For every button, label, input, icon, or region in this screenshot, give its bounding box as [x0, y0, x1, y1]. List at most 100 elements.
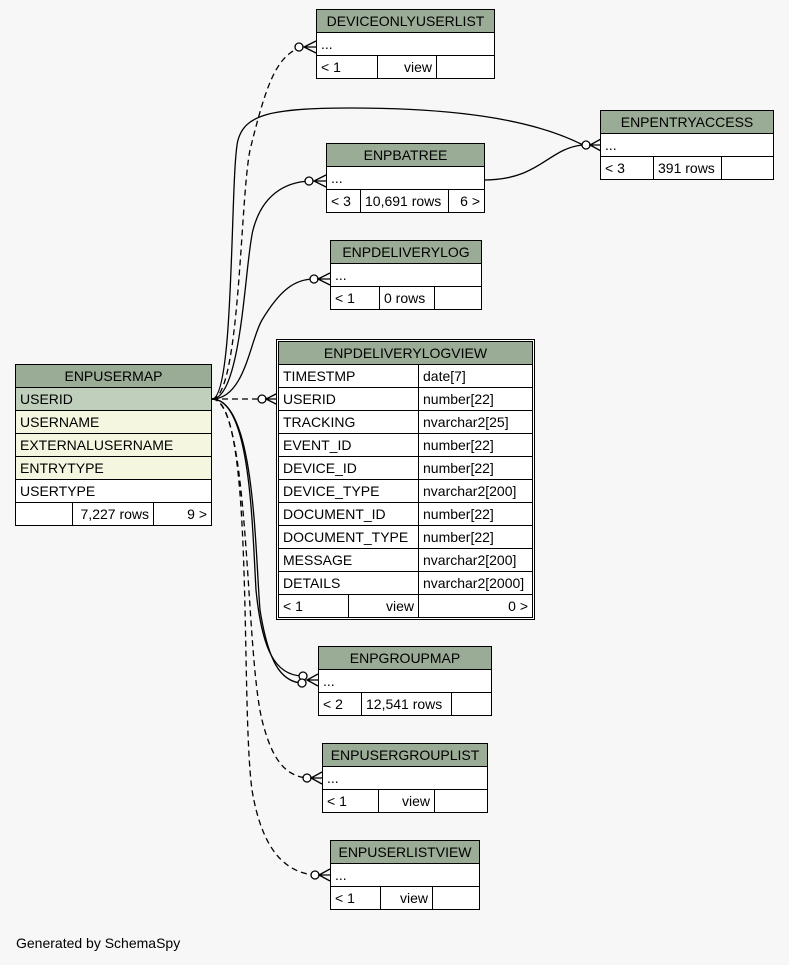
table-header[interactable]: ENPUSERMAP — [16, 365, 211, 388]
table-header[interactable]: ENPENTRYACCESS — [601, 111, 773, 134]
column-usertype: USERTYPE — [16, 480, 211, 503]
column-externalusername: EXTERNALUSERNAME — [16, 434, 211, 457]
crowfoot-marker — [312, 174, 327, 188]
table-header[interactable]: ENPUSERLISTVIEW — [331, 841, 479, 864]
table-header[interactable]: ENPDELIVERYLOGVIEW — [279, 342, 532, 365]
parents-count: < 1 — [323, 790, 379, 812]
column-name: EVENT_ID — [279, 434, 419, 456]
edge-enpbatree — [211, 180, 311, 400]
table-header[interactable]: ENPGROUPMAP — [319, 647, 491, 670]
column-type: number[22] — [423, 506, 494, 522]
crowfoot-marker — [309, 771, 323, 785]
table-enpdeliverylog[interactable]: ENPDELIVERYLOG ... < 1 0 rows — [330, 240, 482, 310]
column-type: number[22] — [423, 529, 494, 545]
children-count: 6 > — [460, 193, 480, 209]
column-name: TRACKING — [279, 411, 419, 433]
row-count: view — [379, 790, 435, 812]
children-count — [435, 287, 481, 309]
column-ellipsis: ... — [317, 33, 494, 56]
children-count — [433, 887, 479, 909]
optional-marker — [294, 42, 304, 52]
column-ellipsis: ... — [331, 264, 481, 287]
table-footer: < 1 view — [317, 56, 494, 78]
edge-deviceonlyuserlist — [211, 46, 303, 400]
table-footer: < 2 12,541 rows — [319, 693, 491, 715]
column-entrytype: ENTRYTYPE — [16, 457, 211, 480]
children-count — [435, 790, 487, 812]
column-name: DEVICE_TYPE — [279, 480, 419, 502]
column-userid: USERID — [16, 388, 211, 411]
column-ellipsis: ... — [323, 767, 487, 790]
column-name: USERID — [279, 388, 419, 410]
parents-count — [16, 503, 73, 525]
parents-count: < 1 — [331, 887, 381, 909]
column-name: DEVICE_ID — [279, 457, 419, 479]
crowfoot-marker — [302, 40, 317, 54]
table-header[interactable]: ENPBATREE — [327, 144, 484, 167]
table-header[interactable]: DEVICEONLYUSERLIST — [317, 10, 494, 33]
crowfoot-marker — [305, 673, 319, 687]
table-enpbatree[interactable]: ENPBATREE ... < 3 10,691 rows 6 > — [326, 143, 485, 213]
children-count — [437, 56, 494, 78]
parents-count: < 1 — [331, 287, 380, 309]
edge-enpentryaccess-b — [483, 144, 584, 181]
row-count: view — [378, 56, 437, 78]
row-count: 12,541 rows — [362, 693, 452, 715]
children-count: 9 > — [187, 506, 207, 522]
children-count — [722, 157, 773, 179]
table-footer: < 3 10,691 rows 6 > — [327, 190, 484, 212]
table-deviceonlyuserlist[interactable]: DEVICEONLYUSERLIST ... < 1 view — [316, 9, 495, 79]
optional-marker — [304, 176, 314, 186]
column-name: MESSAGE — [279, 549, 419, 571]
table-enpentryaccess[interactable]: ENPENTRYACCESS ... < 3 391 rows — [600, 110, 774, 180]
table-header[interactable]: ENPDELIVERYLOG — [331, 241, 481, 264]
parents-count: < 1 — [317, 56, 378, 78]
column-type: nvarchar2[2000] — [423, 575, 525, 591]
column-type: nvarchar2[25] — [423, 414, 509, 430]
column-type: number[22] — [423, 460, 494, 476]
table-footer: < 1 0 rows — [331, 287, 481, 309]
column-type: nvarchar2[200] — [423, 483, 517, 499]
column-ellipsis: ... — [331, 864, 479, 887]
edge-enpgroupmap-b — [211, 398, 303, 684]
parents-count: < 1 — [279, 595, 349, 617]
parents-count: < 3 — [327, 190, 361, 212]
column-name: DOCUMENT_ID — [279, 503, 419, 525]
column-type: nvarchar2[200] — [423, 552, 517, 568]
edge-enpuserlistview — [211, 398, 315, 876]
table-enpuserlistview[interactable]: ENPUSERLISTVIEW ... < 1 view — [330, 840, 480, 910]
column-type: number[22] — [423, 437, 494, 453]
table-enpusermap[interactable]: ENPUSERMAP USERID USERNAME EXTERNALUSERN… — [15, 364, 212, 526]
table-footer: < 1 view — [331, 887, 479, 909]
parents-count: < 3 — [601, 157, 654, 179]
crowfoot-marker — [317, 868, 331, 882]
edge-enpentryaccess-a — [211, 107, 584, 400]
optional-marker — [297, 678, 307, 688]
table-enpusergrouplist[interactable]: ENPUSERGROUPLIST ... < 1 view — [322, 743, 488, 813]
column-username: USERNAME — [16, 411, 211, 434]
column-type: date[7] — [423, 368, 466, 384]
table-enpgroupmap[interactable]: ENPGROUPMAP ... < 2 12,541 rows — [318, 646, 492, 716]
column-name: DETAILS — [279, 572, 419, 594]
generated-by-footer: Generated by SchemaSpy — [16, 935, 181, 951]
column-name: TIMESTMP — [279, 365, 419, 387]
crowfoot-marker — [588, 138, 602, 152]
table-footer: < 1 view 0 > — [279, 595, 532, 617]
row-count: 7,227 rows — [73, 503, 154, 525]
table-header[interactable]: ENPUSERGROUPLIST — [323, 744, 487, 767]
edge-enpdeliverylog — [211, 278, 315, 400]
row-count: 391 rows — [654, 157, 722, 179]
table-footer: < 1 view — [323, 790, 487, 812]
edge-enpgroupmap-a — [211, 398, 303, 677]
